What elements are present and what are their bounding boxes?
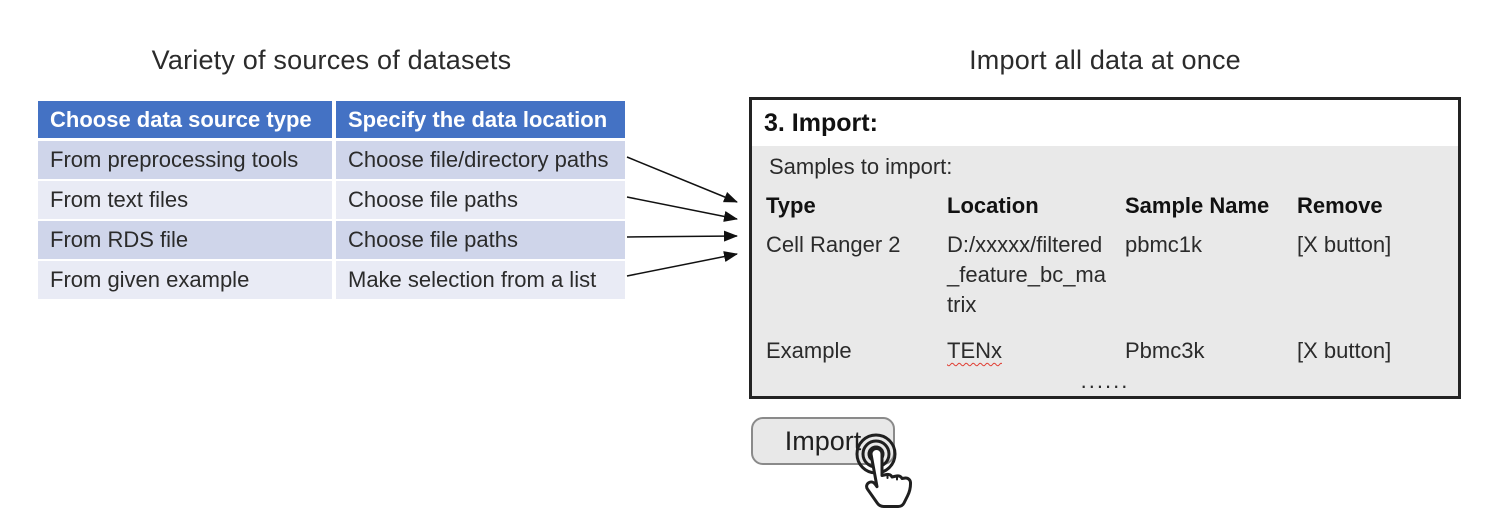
samples-col-type: Type [766, 193, 816, 218]
sample2-name: Pbmc3k [1125, 338, 1205, 363]
source-row-rds-location: Choose file paths [336, 221, 625, 259]
source-row-example-location: Make selection from a list [336, 261, 625, 299]
arrow-row2 [626, 196, 738, 222]
samples-to-import-label: Samples to import: [769, 154, 953, 179]
arrow-row1 [626, 156, 738, 203]
arrow-row4 [626, 251, 738, 277]
sources-col-header-location: Specify the data location [336, 101, 625, 138]
panel-heading: 3. Import: [752, 100, 1458, 146]
sample2-location: TENx [947, 338, 1002, 363]
right-section-title: Import all data at once [969, 45, 1241, 75]
sources-table: Choose data source type Specify the data… [38, 101, 625, 299]
more-rows-indicator: ...... [1080, 368, 1130, 393]
source-row-textfiles-location: Choose file paths [336, 181, 625, 219]
samples-col-sample-name: Sample Name [1125, 193, 1270, 218]
source-row-rds-type: From RDS file [38, 221, 332, 259]
samples-table: Type Location Sample Name Remove Cell Ra… [764, 192, 1446, 366]
panel-body: Samples to import: Type Location Sample … [752, 146, 1458, 396]
sources-col-header-type: Choose data source type [38, 101, 332, 138]
left-section-title: Variety of sources of datasets [151, 45, 512, 75]
source-row-example-type: From given example [38, 261, 332, 299]
samples-col-location: Location [947, 193, 1039, 218]
arrow-row3 [626, 230, 738, 242]
sample1-remove-button[interactable]: [X button] [1297, 232, 1392, 257]
samples-col-remove: Remove [1297, 193, 1383, 218]
source-row-preprocessing-type: From preprocessing tools [38, 141, 332, 179]
import-panel: 3. Import: Samples to import: Type Locat… [749, 97, 1461, 399]
sample2-remove-button[interactable]: [X button] [1297, 338, 1392, 363]
sample1-name: pbmc1k [1125, 232, 1203, 257]
sample1-type: Cell Ranger 2 [766, 232, 901, 257]
source-row-preprocessing-location: Choose file/directory paths [336, 141, 625, 179]
tap-click-icon [855, 433, 913, 508]
source-row-textfiles-type: From text files [38, 181, 332, 219]
sample2-type: Example [766, 338, 852, 363]
sample1-location: D:/xxxxx/filtered_feature_bc_matrix [947, 232, 1106, 317]
